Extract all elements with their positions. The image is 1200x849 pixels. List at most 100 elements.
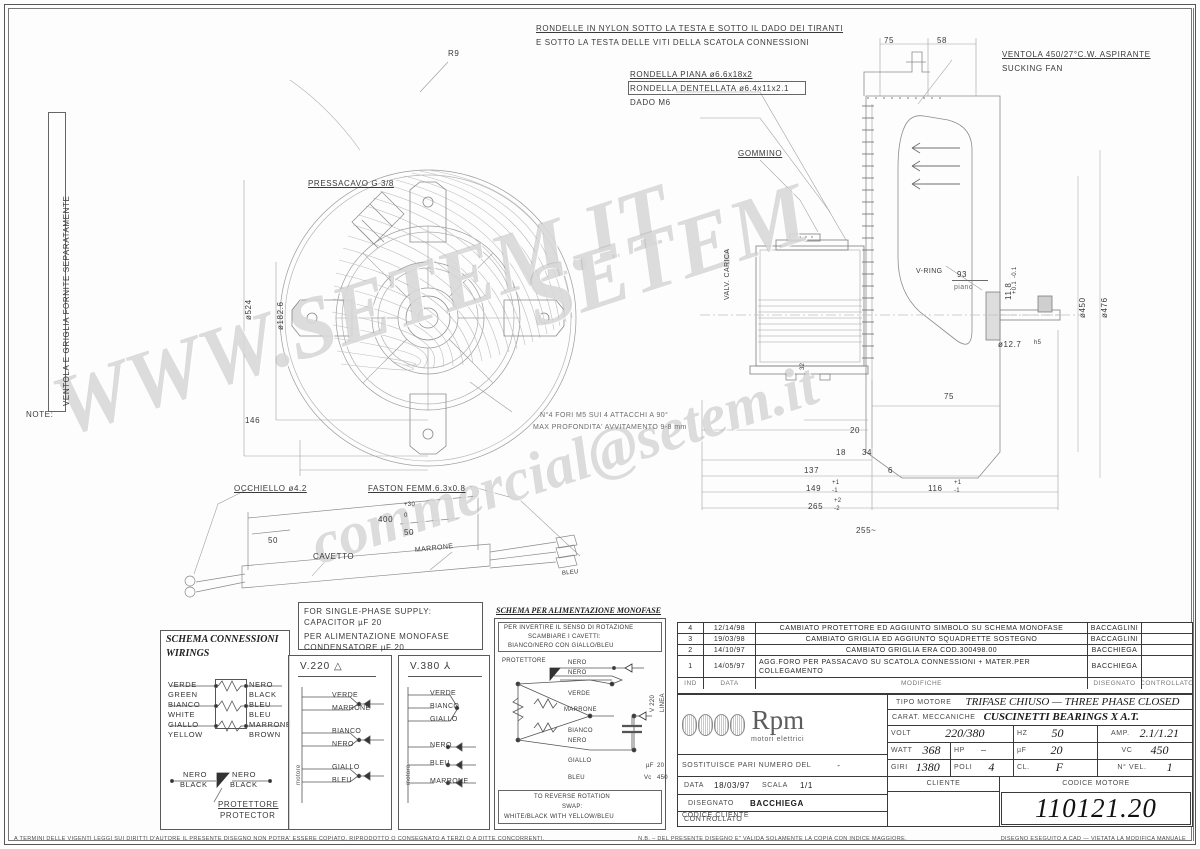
sheet-border-right-rule xyxy=(1193,8,1194,841)
cliente-section: CLIENTE xyxy=(888,776,1000,826)
rev-desc-1-wrap: AGG.FORO PER PASSACAVO SU SCATOLA CONNES… xyxy=(756,656,1088,677)
hz-value: 50 xyxy=(1051,726,1064,741)
rev-header-drawn: DISEGNATO xyxy=(1088,678,1142,689)
rev-checked-3 xyxy=(1142,634,1192,644)
carat-value: CUSCINETTI BEARINGS X A.T. xyxy=(983,711,1139,724)
disegnato-label: DISEGNATO xyxy=(688,799,734,807)
dim-cable-50-a: 50 xyxy=(268,536,279,545)
annotation-top-note-1: RONDELLE IN NYLON SOTTO LA TESTA E SOTTO… xyxy=(536,24,844,33)
annotation-box-washer xyxy=(628,81,806,95)
table-row[interactable]: 3 19/03/98 CAMBIATO GRIGLIA ED AGGIUNTO … xyxy=(678,634,1192,645)
tipo-motore-label: TIPO MOTORE xyxy=(896,698,952,706)
hp-label: HP xyxy=(954,747,965,755)
volt-row: VOLT 220/380 HZ 50 AMP. 2.1/1.21 xyxy=(888,725,1192,743)
v380-wire-0: VERDE xyxy=(430,690,457,697)
wiring-title-it: SCHEMA CONNESSIONI xyxy=(166,634,279,645)
giri-label: GIRI xyxy=(891,764,908,772)
wiring-right-en-1: BLEU xyxy=(249,710,271,719)
rev-checked-1 xyxy=(1142,656,1192,677)
v220-diagram-vectors xyxy=(301,687,384,803)
rev-date-3: 19/03/98 xyxy=(704,634,756,644)
scala-value: 1/1 xyxy=(799,781,813,790)
rev-ind-2: 2 xyxy=(678,645,704,655)
v380-wire-5: MARRONE xyxy=(430,778,469,785)
annotation-occhiello: OCCHIELLO ø4.2 xyxy=(234,484,307,493)
rev-ind-1: 1 xyxy=(678,656,704,677)
capnote-line4: CONDENSATORE µF 20 xyxy=(304,643,405,652)
annotation-holes-1: N°4 FORI M5 SUI 4 ATTACCHI A 90° xyxy=(540,412,669,419)
dim-116-tol-dn: -1 xyxy=(954,488,960,494)
rev-drawn-4: BACCAGLINI xyxy=(1088,623,1142,633)
mono-wire-5: NERO xyxy=(568,738,587,744)
giri-cell: GIRI 1380 xyxy=(888,759,951,776)
watt-value: 368 xyxy=(922,743,941,758)
revision-table: 4 12/14/98 CAMBIATO PROTETTORE ED AGGIUN… xyxy=(677,622,1193,694)
rev-checked-4 xyxy=(1142,623,1192,633)
dim-58-top: 58 xyxy=(937,36,948,45)
dim-d450: ø450 xyxy=(1078,297,1087,318)
dim-265: 265 xyxy=(808,502,824,511)
annotation-holes-2: MAX PROFONDITA' AVVITAMENTO 9-8 mm xyxy=(533,424,687,431)
v380-title: V.380 ⅄ xyxy=(410,661,452,672)
v220-panel xyxy=(288,655,392,830)
company-logo: Rpm motori elettrici xyxy=(678,695,887,755)
wiring-protector-left-en: BLACK xyxy=(180,780,208,789)
dim-93-underline xyxy=(952,280,988,281)
cliente-value-area xyxy=(888,790,999,826)
v380-wire-4: BLEU xyxy=(430,760,450,767)
cl-cell: CL. F xyxy=(1014,759,1098,776)
rev-date-4: 12/14/98 xyxy=(704,623,756,633)
mono-schema-title: SCHEMA PER ALIMENTAZIONE MONOFASE xyxy=(496,606,662,615)
wiring-protector-right-it: NERO xyxy=(232,770,257,779)
rev-drawn-2: BACCHIEGA xyxy=(1088,645,1142,655)
annotation-cavetto: CAVETTO xyxy=(313,552,355,561)
cl-label: CL. xyxy=(1017,764,1030,772)
sheet-border-inner xyxy=(8,8,1192,841)
table-row[interactable]: 1 14/05/97 AGG.FORO PER PASSACAVO SU SCA… xyxy=(678,656,1192,678)
mono-wire-3: MARRONE xyxy=(564,707,597,713)
amp-label: AMP. xyxy=(1111,730,1130,738)
mono-wire-0: NERO xyxy=(568,660,587,666)
v220-wire-4: GIALLO xyxy=(332,764,360,771)
hz-cell: HZ 50 xyxy=(1014,725,1098,742)
dim-d182-6: ø182.6 xyxy=(276,301,285,330)
table-row[interactable]: 2 14/10/97 CAMBIATO GRIGLIA ERA COD.3004… xyxy=(678,645,1192,656)
dim-d524: ø524 xyxy=(244,299,253,320)
wiring-left-it-1: BIANCO xyxy=(168,700,201,709)
rev-ind-4: 4 xyxy=(678,623,704,633)
rev-desc-2: CAMBIATO GRIGLIA ERA COD.300498.00 xyxy=(756,645,1088,655)
table-row[interactable]: 4 12/14/98 CAMBIATO PROTETTORE ED AGGIUN… xyxy=(678,623,1192,634)
mono-linea-label: LINEA xyxy=(660,693,666,712)
mono-rev-line2: SCAMBIARE I CAVETTI: xyxy=(528,634,601,640)
dim-34: 34 xyxy=(862,448,873,457)
wiring-diagram-vectors xyxy=(169,680,282,803)
dim-cable-tol-dn: 0 xyxy=(404,513,408,519)
mono-protettore-label: PROTETTORE xyxy=(502,658,546,664)
dim-255: 255~ xyxy=(856,526,877,535)
dim-cable-50-b: 50 xyxy=(404,528,415,537)
rev-date-1: 14/05/97 xyxy=(704,656,756,677)
carat-label: CARAT. MECCANICHE xyxy=(892,713,976,721)
footer-right-text: DISEGNO ESEGUITO A CAD — VIETATA LA MODI… xyxy=(1000,836,1186,842)
dim-265-tol-dn: -2 xyxy=(834,506,840,512)
wiring-legend-panel xyxy=(160,630,290,830)
dim-18: 18 xyxy=(836,448,847,457)
sostituisce-value: - xyxy=(837,761,841,770)
rev-checked-2 xyxy=(1142,645,1192,655)
rev-header-checked: CONTROLLATO xyxy=(1142,680,1192,687)
capacitor-note-box xyxy=(298,602,483,650)
wiring-right-it-2: MARRONE xyxy=(249,720,292,729)
hp-value: – xyxy=(980,745,986,757)
dim-116-tol-up: +1 xyxy=(954,480,962,486)
amp-value: 2.1/1.21 xyxy=(1139,726,1179,741)
title-block-bottom: CLIENTE CODICE MOTORE 110121.20 xyxy=(888,776,1192,826)
wiring-coil-box xyxy=(215,679,247,729)
scala-label: SCALA xyxy=(761,782,788,789)
wiring-protector-right-en: BLACK xyxy=(230,780,258,789)
codice-motore-value: 110121.20 xyxy=(1035,792,1157,823)
disegnato-value: BACCHIEGA xyxy=(749,798,804,808)
codice-cliente-label: CODICE CLIENTE xyxy=(682,812,750,819)
disegnato-row: DISEGNATO BACCHIEGA xyxy=(678,795,887,812)
annotation-valv-carica: VALV. CARICA xyxy=(724,248,731,300)
capnote-line3: PER ALIMENTAZIONE MONOFASE xyxy=(304,632,450,641)
